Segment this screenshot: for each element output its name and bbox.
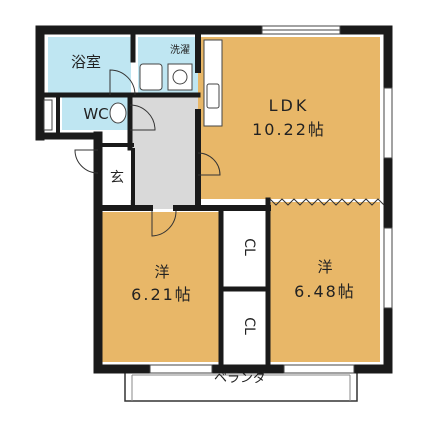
western-left-area-label: 6.21帖 — [131, 285, 193, 304]
hallway-floor — [130, 97, 198, 209]
closet-lower-label: CL — [241, 317, 257, 335]
balcony-label: ベランダ — [214, 371, 266, 386]
interior-walls — [41, 30, 271, 369]
washing-drum — [172, 69, 188, 85]
kitchen-counter — [203, 39, 223, 127]
laundry-label: 洗濯 — [170, 44, 190, 56]
ldk-floor — [198, 37, 380, 199]
doors — [74, 69, 221, 237]
closet-lower-floor — [225, 293, 265, 362]
ldk-label: LDK — [269, 96, 310, 115]
western-right-label: 洋 — [317, 258, 332, 276]
western-right-area-label: 6.48帖 — [294, 282, 356, 301]
kitchen-sink — [206, 83, 220, 109]
bath-label: 浴室 — [71, 53, 101, 71]
wash-basin — [139, 63, 163, 91]
fixtures — [109, 39, 223, 127]
toilet-label: WC — [83, 105, 108, 123]
entrance-label: 玄 — [110, 169, 124, 186]
ldk-area-label: 10.22帖 — [252, 120, 326, 139]
closet-upper-label: CL — [241, 238, 257, 256]
windows — [43, 25, 393, 374]
western-left-label: 洋 — [154, 263, 169, 281]
bath-floor — [48, 37, 131, 93]
western-right-floor — [270, 202, 380, 362]
entrance-floor — [102, 148, 132, 200]
western-left-floor — [102, 212, 219, 362]
sliding-partition — [269, 198, 385, 206]
toilet-bowl — [109, 102, 127, 124]
closet-upper-floor — [225, 212, 265, 286]
